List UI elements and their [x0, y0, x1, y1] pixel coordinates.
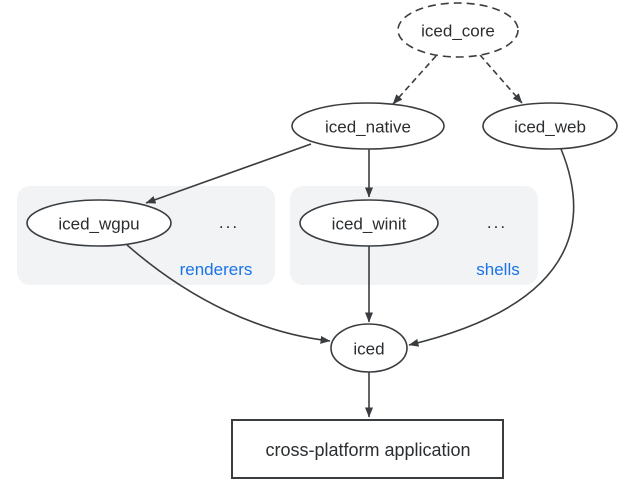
node-iced-native: iced_native — [291, 102, 445, 150]
shells-group-label: shells — [476, 260, 519, 279]
node-iced-core: iced_core — [397, 2, 519, 58]
application-rect — [231, 419, 504, 479]
node-iced: iced — [330, 323, 408, 373]
edge-iced-web-to-iced — [408, 148, 575, 347]
node-iced-wgpu: iced_wgpu — [26, 199, 172, 247]
renderers-ellipsis: ... — [219, 213, 239, 232]
iced-label: iced — [353, 340, 384, 359]
application-label: cross-platform application — [265, 440, 470, 460]
iced-wgpu-ellipse — [26, 199, 172, 247]
iced-web-ellipse — [482, 102, 618, 150]
node-iced-winit: iced_winit — [299, 199, 439, 247]
renderers-group-label: renderers — [180, 260, 253, 279]
edge-iced-wgpu-to-iced — [126, 244, 331, 344]
iced-core-ellipse — [397, 2, 519, 58]
iced-ellipse — [330, 323, 408, 373]
iced-winit-ellipse — [299, 199, 439, 247]
iced-native-label: iced_native — [325, 118, 411, 137]
shells-ellipsis: ... — [487, 213, 507, 232]
edge-iced-core-to-iced-native — [392, 55, 437, 105]
edge-iced-native-to-iced-wgpu — [145, 143, 312, 204]
node-iced-web: iced_web — [482, 102, 618, 150]
edge-iced-core-to-iced-web — [479, 54, 523, 104]
iced-core-label: iced_core — [421, 22, 495, 41]
iced-web-label: iced_web — [514, 118, 586, 137]
iced-wgpu-label: iced_wgpu — [58, 215, 139, 234]
iced-winit-label: iced_winit — [332, 215, 407, 234]
node-cross-platform-application: cross-platform application — [231, 419, 504, 479]
iced-native-ellipse — [291, 102, 445, 150]
